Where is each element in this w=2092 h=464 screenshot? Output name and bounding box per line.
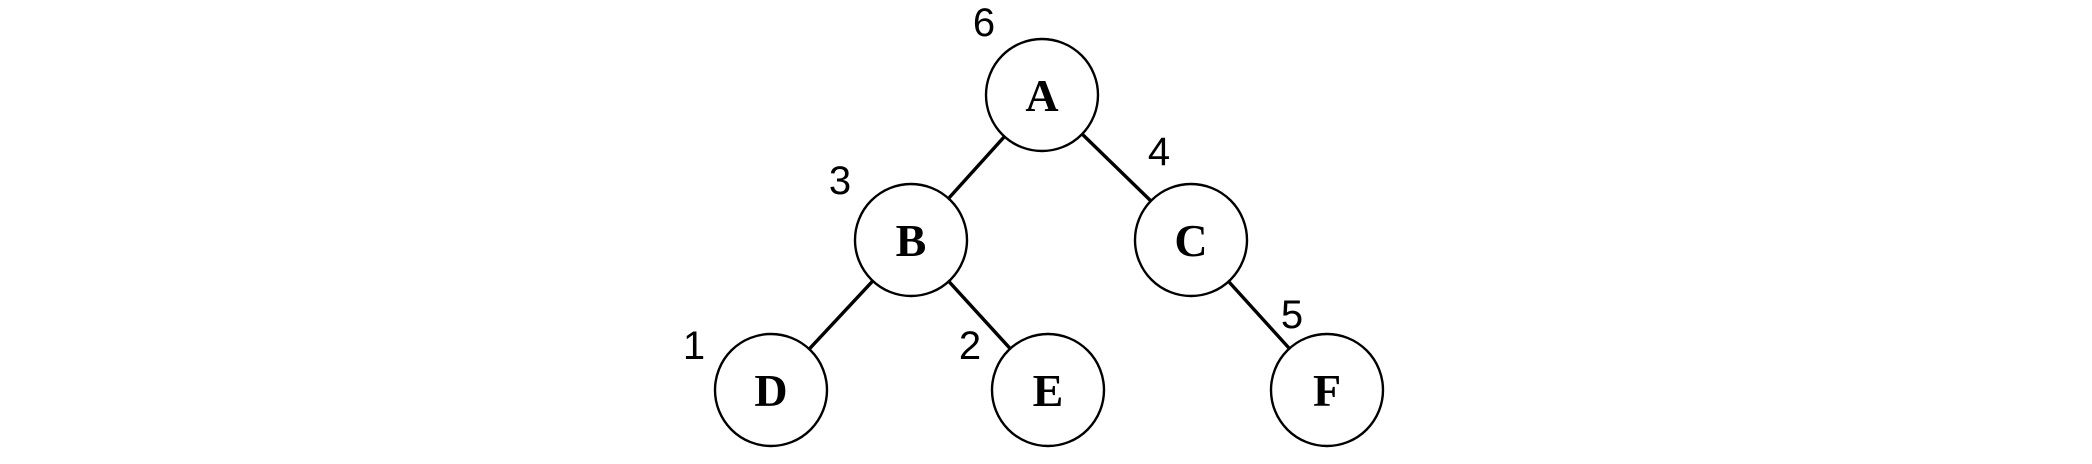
node-C-number: 4 bbox=[1148, 130, 1170, 174]
tree-node-F: F5 bbox=[1269, 293, 1385, 448]
tree-node-D: D1 bbox=[683, 324, 829, 448]
node-A-circle bbox=[984, 37, 1100, 153]
node-A-label: A bbox=[1025, 70, 1058, 121]
tree-node-C: C4 bbox=[1133, 130, 1249, 298]
node-F-label: F bbox=[1313, 365, 1341, 416]
node-B-number: 3 bbox=[829, 159, 851, 203]
tree-node-B: B3 bbox=[829, 159, 969, 298]
node-B-circle bbox=[853, 182, 969, 298]
node-C-circle bbox=[1133, 182, 1249, 298]
node-E-label: E bbox=[1033, 365, 1064, 416]
node-D-number: 1 bbox=[683, 324, 705, 368]
node-F-number: 5 bbox=[1281, 293, 1303, 337]
node-C-label: C bbox=[1174, 215, 1207, 266]
node-E-number: 2 bbox=[959, 324, 981, 368]
node-E-circle bbox=[990, 332, 1106, 448]
tree-node-E: E2 bbox=[959, 324, 1106, 448]
node-B-label: B bbox=[896, 215, 927, 266]
node-D-circle bbox=[713, 332, 829, 448]
node-F-circle bbox=[1269, 332, 1385, 448]
node-D-label: D bbox=[754, 365, 787, 416]
node-A-number: 6 bbox=[973, 1, 995, 45]
tree-node-A: A6 bbox=[973, 1, 1100, 153]
